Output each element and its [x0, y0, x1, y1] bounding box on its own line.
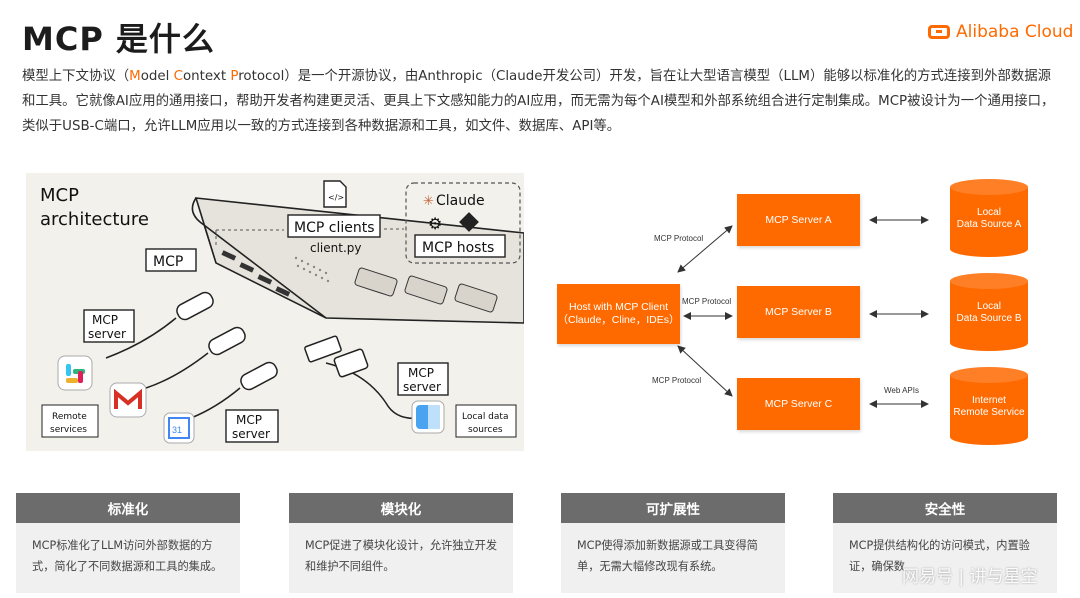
code-file-icon — [323, 180, 347, 208]
watermark: 网易号 | 讲与星空 — [902, 567, 1038, 587]
card-standardization: 标准化 MCP标准化了LLM访问外部数据的方式，简化了不同数据源和工具的集成。 — [16, 493, 240, 593]
architecture-sketch: </> MCP architecture MCP clients client.… — [40, 180, 524, 444]
mcp-hosts-label: MCP hosts — [422, 240, 494, 256]
server-mid-1: MCP — [236, 413, 262, 427]
host-node: Host with MCP Client（Claude，Cline，IDEs） — [557, 284, 680, 344]
edge-label-c: MCP Protocol — [652, 376, 702, 385]
openai-icon: ⚙ — [428, 214, 442, 233]
claude-label: Claude — [436, 193, 485, 209]
card-text: MCP促进了模块化设计，允许独立开发和维护不同组件。 — [305, 539, 498, 573]
mcp-clients-label: MCP clients — [294, 220, 375, 236]
card-text: MCP使得添加新数据源或工具变得简单，无需大幅修改现有系统。 — [577, 539, 758, 573]
card-scalability: 可扩展性 MCP使得添加新数据源或工具变得简单，无需大幅修改现有系统。 — [561, 493, 785, 593]
server-c-node: MCP Server C — [737, 378, 860, 430]
edge-label-web: Web APIs — [884, 386, 919, 395]
server-a-node: MCP Server A — [737, 194, 860, 246]
diagram-arrows — [677, 216, 929, 408]
card-title: 安全性 — [833, 493, 1057, 523]
mcp-flow-diagram: Host with MCP Client（Claude，Cline，IDEs） … — [548, 170, 1068, 460]
alibaba-cloud-logo: Alibaba Cloud — [928, 22, 1073, 42]
local-2: sources — [468, 425, 503, 435]
card-text: MCP提供结构化的访问模式，内置验证，确保数 — [849, 539, 1030, 573]
local-1: Local data — [462, 412, 508, 422]
edge-host-c — [677, 345, 733, 397]
remote-2: services — [50, 425, 87, 435]
illus-title-1: MCP — [40, 185, 79, 206]
card-modularity: 模块化 MCP促进了模块化设计，允许独立开发和维护不同组件。 — [289, 493, 513, 593]
gmail-icon — [109, 382, 147, 418]
cursor-icon — [459, 212, 479, 232]
server-left-2: server — [88, 327, 126, 341]
mcp-label: MCP — [153, 254, 183, 270]
claude-sparkle-icon: ✳ — [423, 193, 434, 208]
page-title: MCP 是什么 — [22, 20, 215, 58]
card-text: MCP标准化了LLM访问外部数据的方式，简化了不同数据源和工具的集成。 — [32, 539, 223, 573]
remote-1: Remote — [52, 412, 87, 422]
edge-host-a — [677, 225, 733, 273]
card-security: 安全性 MCP提供结构化的访问模式，内置验证，确保数 — [833, 493, 1057, 593]
calendar-day: 31 — [172, 425, 182, 435]
card-title: 可扩展性 — [561, 493, 785, 523]
edge-label-a: MCP Protocol — [654, 234, 704, 243]
server-mid-2: server — [232, 427, 270, 441]
logo-text: Alibaba Cloud — [956, 22, 1074, 42]
client-py-label: client.py — [310, 241, 362, 255]
server-right-2: server — [403, 380, 441, 394]
edge-label-b: MCP Protocol — [682, 297, 732, 306]
alibaba-cloud-logo-icon — [928, 25, 950, 39]
svg-text:</>: </> — [328, 193, 344, 202]
mcp-architecture-illustration: </> MCP architecture MCP clients client.… — [26, 173, 524, 451]
server-right-1: MCP — [408, 366, 434, 380]
illus-title-2: architecture — [40, 209, 149, 230]
server-left-1: MCP — [92, 313, 118, 327]
intro-paragraph: 模型上下文协议（Model Context Protocol）是一个开源协议，由… — [22, 69, 1055, 134]
server-b-node: MCP Server B — [737, 286, 860, 338]
card-title: 模块化 — [289, 493, 513, 523]
card-title: 标准化 — [16, 493, 240, 523]
calendar-icon — [163, 412, 195, 444]
